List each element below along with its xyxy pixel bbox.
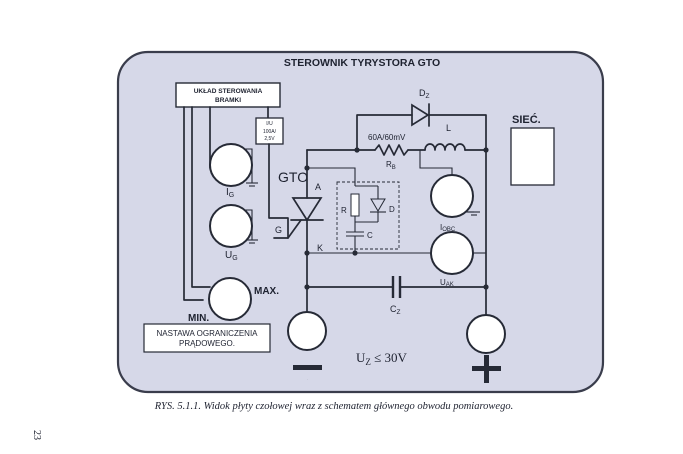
wire-gate (273, 219, 302, 239)
snubber-box (336, 181, 400, 250)
network-socket (510, 127, 555, 186)
max-label: MAX. (254, 286, 279, 297)
uak-meter-label: UAK (440, 278, 454, 288)
panel-title: STEROWNIK TYRYSTORA GTO (284, 57, 440, 69)
current-limit-box (143, 323, 271, 353)
ug-meter-ground (244, 209, 253, 240)
shunt-label: 60A/60mV (368, 133, 406, 142)
current-limit-label-2: PRĄDOWEGO. (179, 339, 235, 348)
wire-converter-gate (268, 143, 289, 239)
terminal-minus (287, 311, 327, 351)
snubber-diode (370, 198, 386, 212)
anode-label: A (315, 182, 321, 192)
network-label: SIEĆ. (512, 113, 541, 126)
voltage-rating: UZ ≤ 30V (356, 350, 408, 367)
minus-sign-icon (293, 365, 322, 370)
inductor-symbol (424, 143, 466, 151)
snubber-c-label: C (367, 231, 373, 240)
iu-converter-label-3: 2,5V (264, 136, 275, 142)
gto-thyristor-symbol (291, 197, 323, 222)
iobc-meter-label: IOBC (440, 223, 456, 233)
dz-label: DZ (419, 88, 430, 100)
svg-text:−: − (307, 379, 308, 381)
figure-caption: RYS. 5.1.1. Widok płyty czołowej wraz z … (154, 401, 513, 412)
gate-control-label-1: UKŁAD STEROWANIA (194, 88, 263, 95)
snubber-r-label: R (341, 206, 347, 215)
gto-label: GTO (278, 169, 308, 185)
snubber-resistor (350, 193, 360, 217)
svg-text:+: + (486, 379, 487, 381)
ig-meter-label: IG (226, 187, 234, 199)
iu-converter-box (255, 117, 284, 145)
page-number: 23 (31, 430, 42, 440)
uak-meter (430, 231, 474, 275)
cathode-label: K (317, 243, 323, 253)
wire-control-min (183, 106, 204, 301)
wire-diode-right (428, 114, 487, 151)
gate-control-box (175, 82, 281, 108)
snubber-d-label: D (389, 205, 395, 214)
wire-snubber-top (307, 167, 356, 186)
wire-diode-left (356, 114, 413, 151)
wire-iobc-tap (419, 150, 438, 169)
shunt-rb-label: RB (386, 160, 396, 171)
current-limit-knob (208, 277, 252, 321)
ig-meter-ground (244, 148, 253, 183)
iu-converter-label-1: I/U (266, 121, 273, 127)
plus-sign-icon-v (484, 355, 489, 383)
min-label: MIN. (188, 313, 209, 324)
shunt-resistor-symbol (374, 144, 409, 156)
dz-diode-symbol (411, 103, 430, 127)
inductor-label: L (446, 123, 451, 133)
terminal-plus (466, 314, 506, 354)
cz-label: CZ (390, 304, 401, 316)
iobc-meter (430, 174, 474, 218)
wire-control-max (191, 106, 211, 288)
ug-meter-label: UG (225, 250, 238, 262)
ug-meter (209, 204, 253, 248)
current-limit-label-1: NASTAWA OGRANICZENIA (156, 329, 258, 338)
ig-meter (209, 143, 253, 187)
iu-converter-label-2: 100A/ (263, 129, 277, 135)
gate-control-label-2: BRAMKI (215, 97, 241, 104)
gate-label: G (275, 225, 282, 235)
